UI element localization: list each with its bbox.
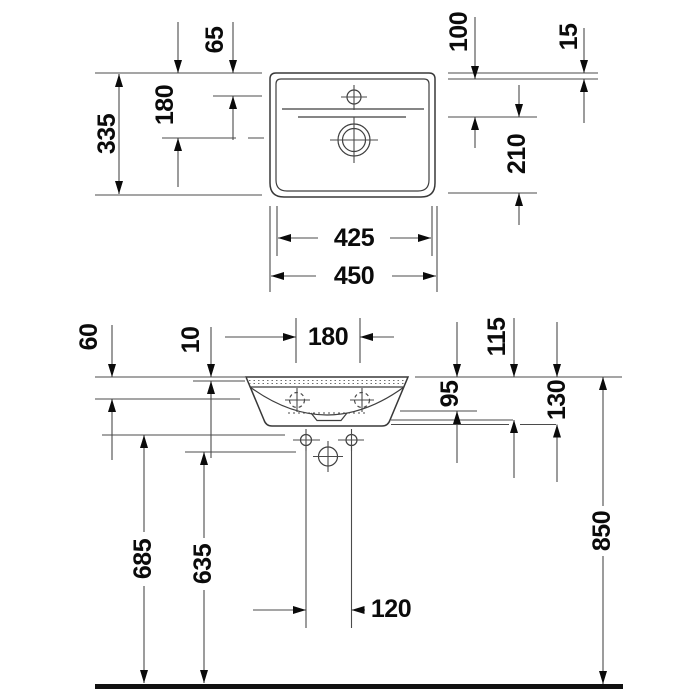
dim-130: 130 — [543, 380, 571, 420]
plan-dimension-lines — [118, 17, 585, 277]
dim-95: 95 — [436, 380, 464, 407]
dim-635: 635 — [189, 543, 217, 584]
front-reference-lines — [95, 318, 622, 628]
dim-100: 100 — [445, 12, 473, 52]
basin-plan-inner-rim — [275, 78, 430, 192]
dim-60: 60 — [75, 324, 103, 351]
drain-plan — [330, 117, 378, 163]
dim-65: 65 — [201, 26, 229, 53]
supply-connection-left — [293, 429, 320, 451]
dim-15: 15 — [555, 23, 583, 50]
basin-front-rim-hatch — [249, 380, 405, 384]
front-view: 60 10 180 95 115 130 850 685 635 120 — [75, 317, 623, 689]
dim-180-plan: 180 — [151, 85, 179, 125]
dim-425: 425 — [334, 224, 375, 252]
basin-front-bowl-curve — [249, 386, 405, 416]
mounting-hole-left — [285, 388, 310, 412]
dim-335: 335 — [93, 113, 121, 154]
front-arrowheads — [108, 333, 607, 684]
dim-115: 115 — [483, 317, 511, 356]
dim-10: 10 — [177, 327, 205, 354]
dim-180-front: 180 — [308, 323, 348, 351]
plan-view: 335 180 65 100 15 210 425 450 — [93, 12, 598, 292]
drain-recess — [310, 412, 348, 422]
supply-connection-right — [338, 429, 364, 451]
dim-120: 120 — [371, 595, 411, 623]
drain-outlet — [313, 441, 343, 472]
dim-685: 685 — [129, 538, 157, 579]
dim-450: 450 — [334, 262, 374, 290]
dim-210: 210 — [503, 134, 531, 174]
front-dimension-lines — [111, 318, 604, 684]
basin-plan-outline — [269, 72, 436, 198]
tap-hole-plan — [341, 85, 367, 110]
basin-front-outline — [244, 376, 410, 427]
mounting-hole-right — [350, 388, 374, 412]
floor-line — [95, 684, 623, 689]
basin-plan-deck-lines — [282, 108, 424, 118]
dim-850: 850 — [588, 511, 616, 551]
